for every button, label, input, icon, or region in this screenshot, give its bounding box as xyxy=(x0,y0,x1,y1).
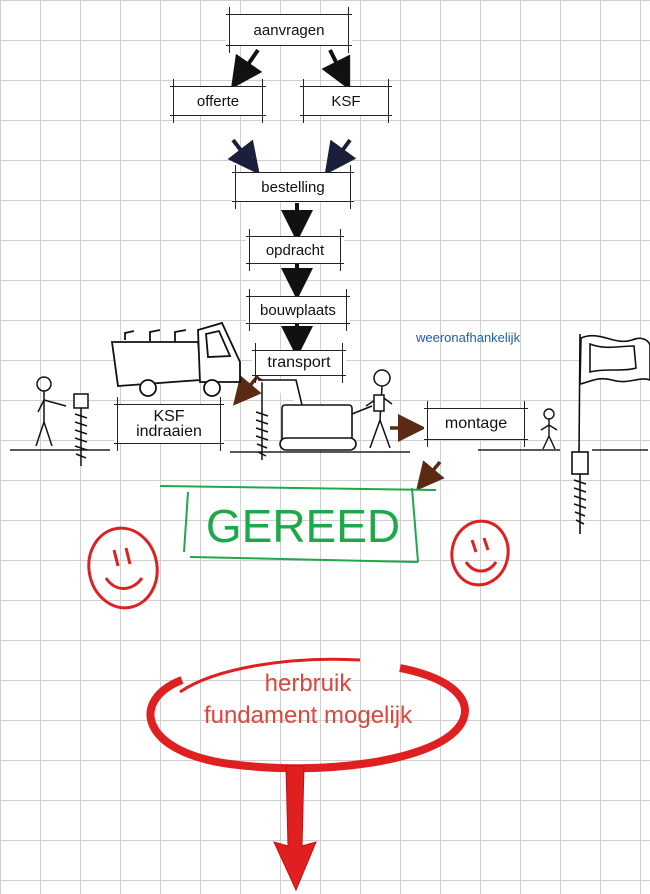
operator-figure xyxy=(365,369,393,449)
reuse-ellipse-drawing xyxy=(146,657,469,773)
step-request: aanvragen xyxy=(226,7,352,53)
reuse-arrow-down-icon xyxy=(273,765,317,892)
step-mounting-label: montage xyxy=(444,415,508,432)
small-person-figure xyxy=(540,408,558,450)
reuse-note: herbruik fundament mogelijk xyxy=(148,668,468,732)
step-assignment: opdracht xyxy=(246,229,344,271)
flow-arrows xyxy=(230,48,351,358)
left-screw-pile xyxy=(73,393,89,466)
step-transport-label: transport xyxy=(267,354,331,371)
smiley-right-icon xyxy=(450,519,510,587)
step-request-label: aanvragen xyxy=(253,21,325,39)
navy-arrows xyxy=(227,138,357,175)
step-site: bouwplaats xyxy=(246,289,350,331)
middle-screw-pile xyxy=(255,377,269,460)
step-mounting: montage xyxy=(424,401,528,447)
step-order-label: bestelling xyxy=(261,178,325,196)
arrow-request-to-ksf xyxy=(321,49,351,91)
reuse-note-line2: fundament mogelijk xyxy=(203,702,413,729)
done-label: GEREED xyxy=(205,500,401,552)
screw-machine-drawing xyxy=(258,379,373,451)
arrow-request-to-quote xyxy=(230,48,263,90)
smiley-left-icon xyxy=(87,526,159,610)
arrow-quote-to-order xyxy=(227,138,260,175)
step-transport: transport xyxy=(252,343,346,383)
step-site-label: bouwplaats xyxy=(260,301,336,319)
left-worker-figure xyxy=(35,376,67,447)
truck-drawing xyxy=(110,321,241,397)
step-ksf-install-line2: indraaien xyxy=(136,423,202,440)
step-order: bestelling xyxy=(232,165,354,209)
step-assignment-label: opdracht xyxy=(265,241,325,259)
done-banner-drawing xyxy=(159,485,437,563)
ground-lines xyxy=(10,449,648,453)
step-ksf-install: KSF indraaien xyxy=(114,397,224,451)
step-ksf: KSF xyxy=(300,79,392,123)
step-ksf-label: KSF xyxy=(331,92,361,110)
arrow-mounting-to-done xyxy=(416,460,445,491)
flag-pile-drawing xyxy=(571,333,650,534)
arrow-ksf-to-order xyxy=(324,138,357,175)
step-quote: offerte xyxy=(170,79,266,123)
step-ksf-install-line1: KSF xyxy=(153,408,185,425)
step-quote-label: offerte xyxy=(196,92,240,110)
weather-independent-note: weeronafhankelijk xyxy=(416,330,521,345)
reuse-note-line1: herbruik xyxy=(264,670,352,697)
